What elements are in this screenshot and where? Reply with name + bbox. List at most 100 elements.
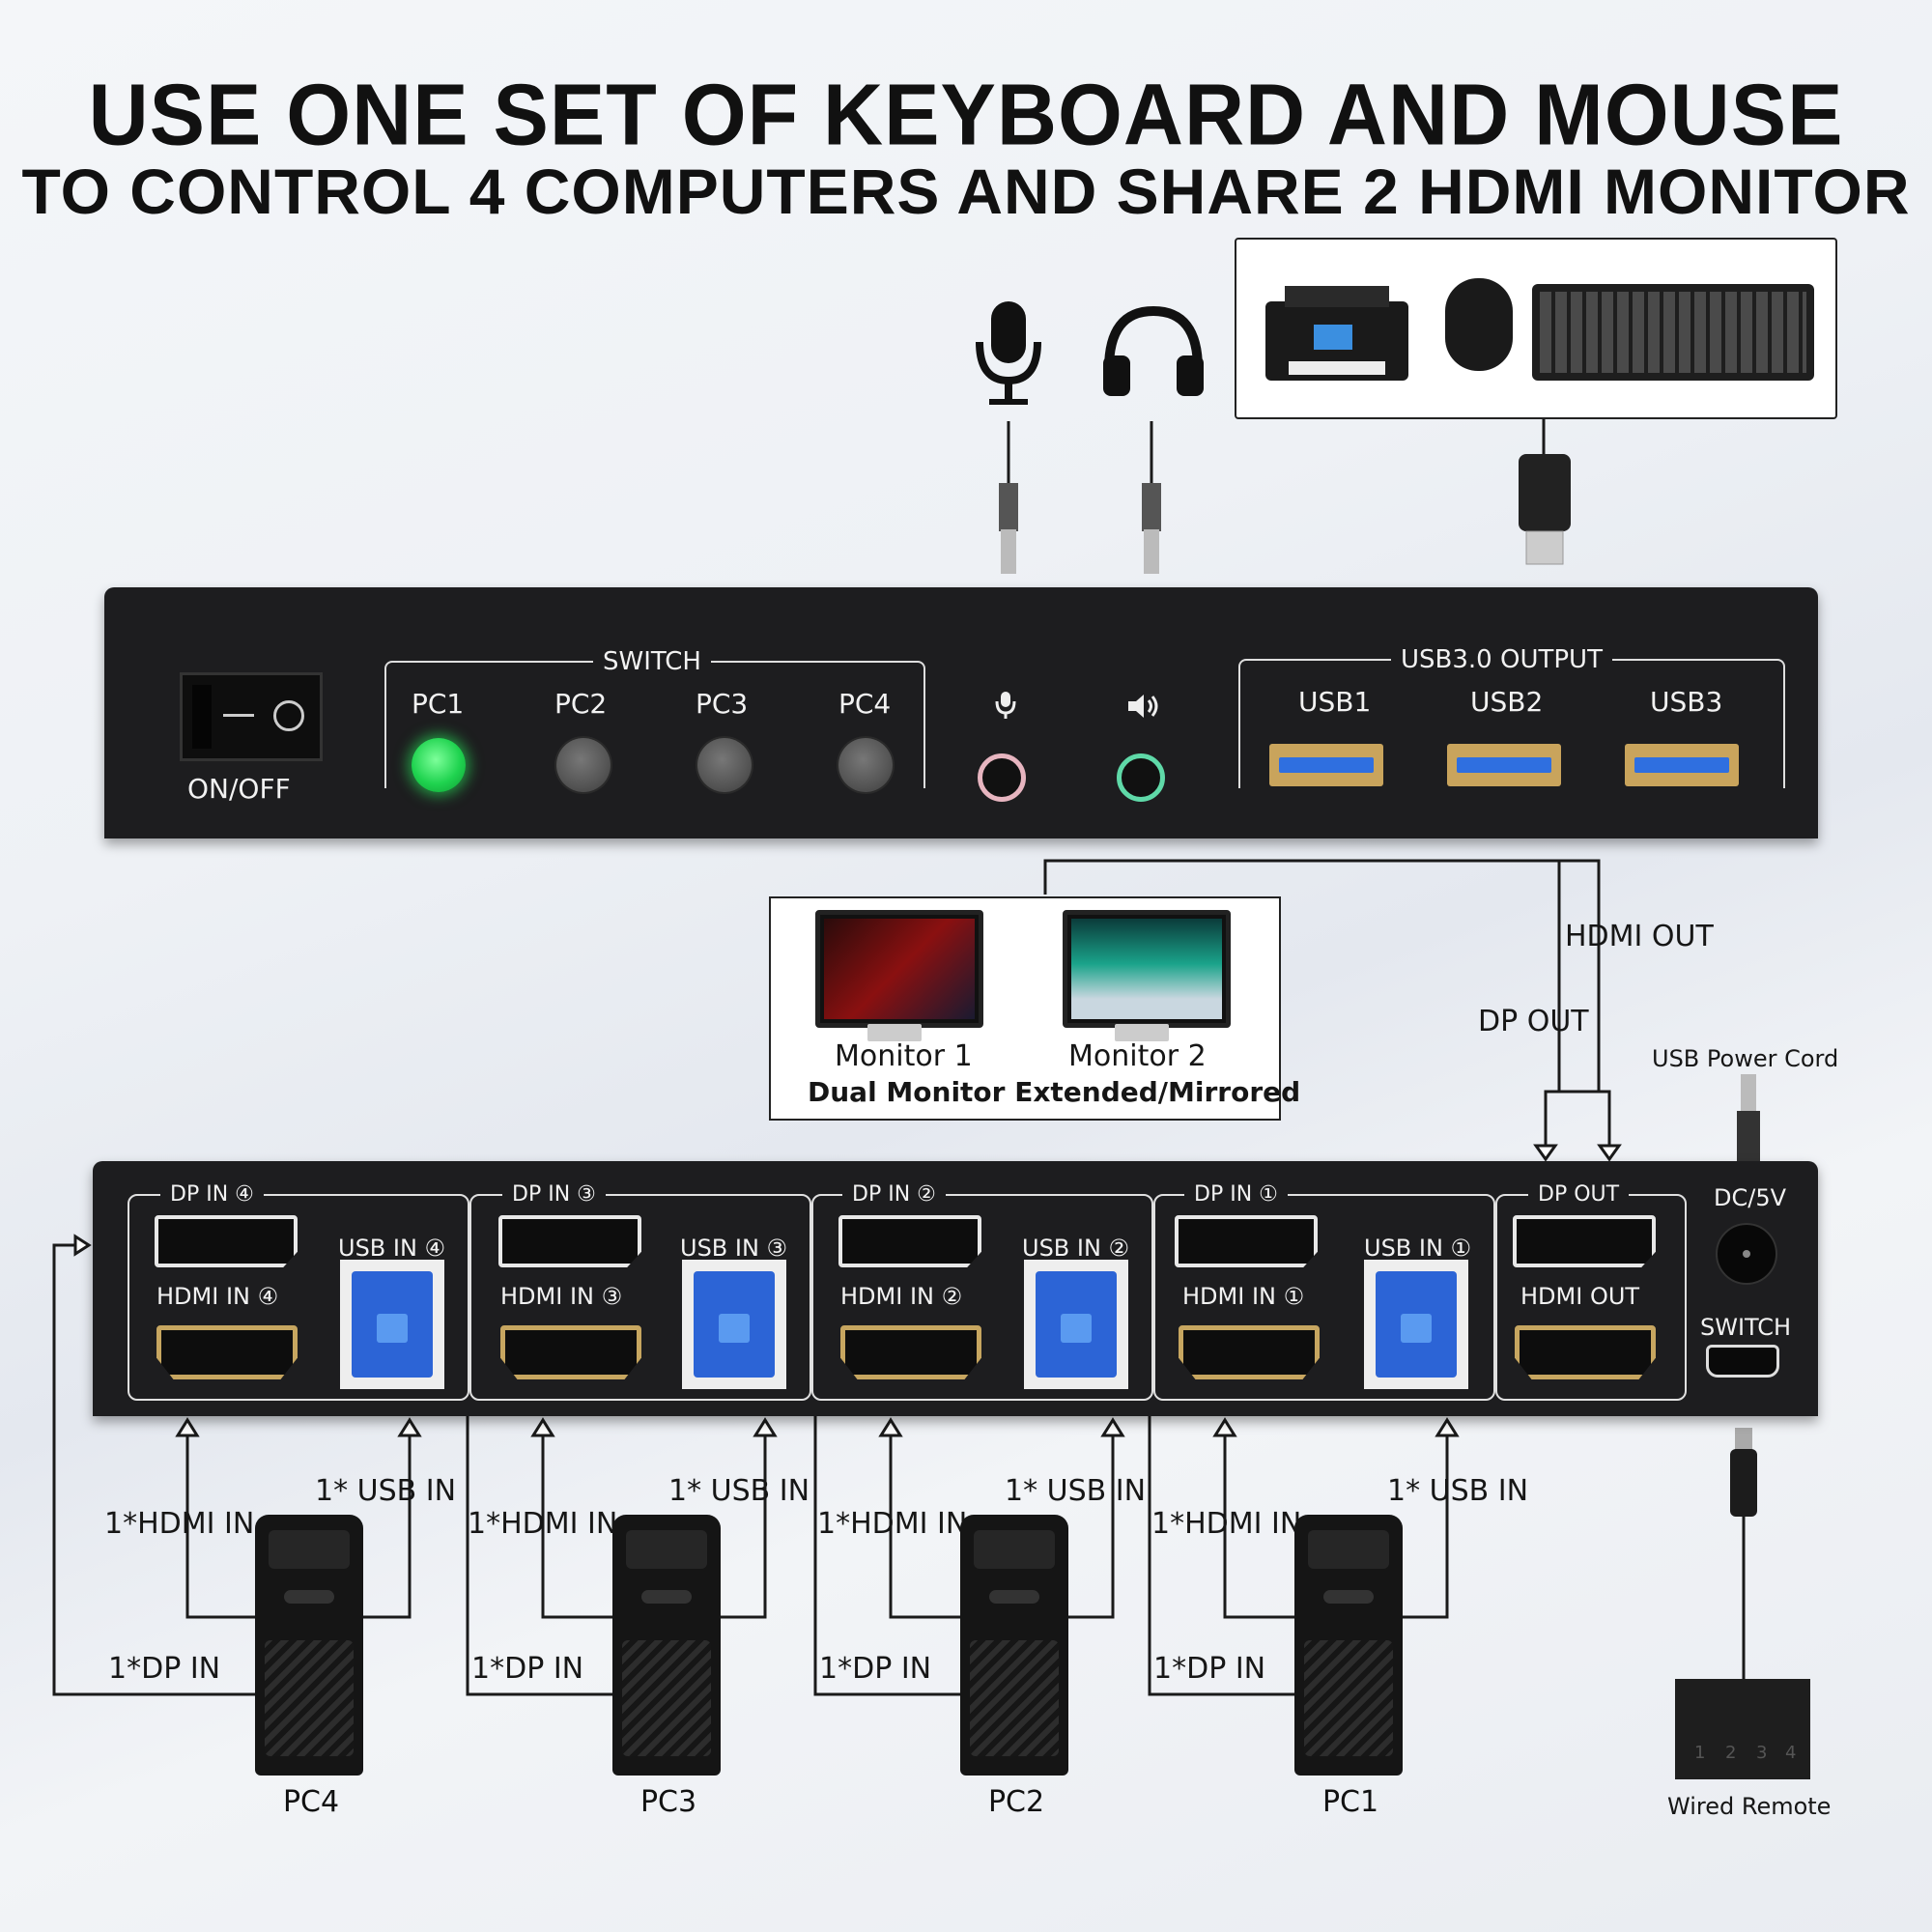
headline-line2: TO CONTROL 4 COMPUTERS AND SHARE 2 HDMI … (21, 156, 1911, 227)
remote-key-label: 1 (1694, 1743, 1706, 1763)
switch-port-label: SWITCH (1700, 1314, 1792, 1341)
arrow-right (73, 1234, 92, 1257)
headline-line1: USE ONE SET OF KEYBOARD AND MOUSE (88, 66, 1844, 164)
dp-in-cable-label: 1*DP IN (819, 1652, 932, 1686)
hdmi-in-3-port[interactable] (500, 1325, 641, 1379)
usb1-port[interactable] (1269, 744, 1383, 786)
dp-in-3-port[interactable] (498, 1215, 641, 1267)
peripherals-box (1235, 238, 1837, 419)
hdmi-in-cable-label: 1*HDMI IN (104, 1507, 255, 1541)
pc3-tower-icon (612, 1515, 721, 1776)
dp-in-4-port[interactable] (155, 1215, 298, 1267)
power-plug (1737, 1074, 1760, 1165)
power-on-icon (273, 700, 304, 731)
monitor2-icon (1063, 910, 1231, 1028)
microphone-icon (970, 299, 1047, 406)
hdmi-in-2-port[interactable] (840, 1325, 981, 1379)
dp-in-label: DP IN ④ (160, 1182, 264, 1207)
usb-b-in-4-port[interactable] (340, 1260, 444, 1389)
pc1-select-button[interactable] (412, 738, 466, 792)
dp-in-2-port[interactable] (838, 1215, 981, 1267)
speaker-icon (1126, 692, 1161, 721)
hdmi-out-port[interactable] (1515, 1325, 1656, 1379)
usb-b-in-2-port[interactable] (1024, 1260, 1128, 1389)
usb-b-in-1-port[interactable] (1364, 1260, 1468, 1389)
wired-remote[interactable]: 1 2 3 4 (1675, 1679, 1810, 1779)
usb3-port[interactable] (1625, 744, 1739, 786)
pc2-select-button[interactable] (556, 738, 611, 792)
usb-in-cable-label: 1* USB IN (668, 1474, 810, 1508)
hdmi-in-label: HDMI IN ④ (156, 1283, 279, 1310)
pc2-label: PC2 (987, 1785, 1045, 1819)
usb-in-label: USB IN ① (1364, 1235, 1472, 1262)
arrow-down (1533, 1144, 1558, 1162)
pc2-tower-icon (960, 1515, 1068, 1776)
pc1-label: PC1 (1321, 1785, 1379, 1819)
remote-key-label: 4 (1785, 1743, 1797, 1763)
hdmi-in-cable-label: 1*HDMI IN (468, 1507, 618, 1541)
monitors-box: Monitor 1 Monitor 2 Dual Monitor Extende… (769, 896, 1300, 1121)
pc3-select-button[interactable] (697, 738, 752, 792)
remote-key-label: 3 (1756, 1743, 1768, 1763)
usb-in-cable-label: 1* USB IN (1005, 1474, 1147, 1508)
pc4-tower-icon (255, 1515, 363, 1776)
usb-port-label: USB1 (1298, 686, 1372, 718)
pc-button-label: PC4 (838, 688, 892, 720)
hdmi-in-label: HDMI IN ③ (500, 1283, 623, 1310)
power-off-icon (223, 714, 254, 717)
switch-group-label: SWITCH (593, 647, 711, 676)
dp-in-cable-label: 1*DP IN (1153, 1652, 1266, 1686)
usb-port-label: USB2 (1470, 686, 1544, 718)
pc1-tower-icon (1294, 1515, 1403, 1776)
monitor2-label: Monitor 2 (1068, 1039, 1207, 1073)
usb2-port[interactable] (1447, 744, 1561, 786)
dp-out-port-label: DP OUT (1528, 1182, 1630, 1207)
power-switch[interactable] (180, 672, 323, 761)
power-label: ON/OFF (187, 773, 291, 805)
hdmi-in-label: HDMI IN ① (1182, 1283, 1305, 1310)
pc4-port-group (128, 1194, 469, 1401)
pc-button-label: PC2 (554, 688, 608, 720)
dp-in-1-port[interactable] (1175, 1215, 1318, 1267)
micro-usb-plug (1730, 1428, 1757, 1517)
remote-switch-port[interactable] (1706, 1345, 1779, 1378)
pc-button-label: PC1 (412, 688, 465, 720)
dc-power-jack[interactable] (1716, 1223, 1777, 1285)
monitor1-label: Monitor 1 (835, 1039, 973, 1073)
dp-in-cable-label: 1*DP IN (471, 1652, 584, 1686)
usb-group-label: USB3.0 OUTPUT (1391, 645, 1612, 674)
hdmi-in-cable-label: 1*HDMI IN (817, 1507, 968, 1541)
arrow-up (175, 1417, 200, 1437)
dp-out-port[interactable] (1513, 1215, 1656, 1267)
hdmi-in-1-port[interactable] (1179, 1325, 1320, 1379)
usb-in-label: USB IN ③ (680, 1235, 788, 1262)
headphone-jack[interactable] (1117, 753, 1165, 802)
pc4-select-button[interactable] (838, 738, 893, 792)
dp-in-label: DP IN ① (1184, 1182, 1288, 1207)
hdmi-in-cable-label: 1*HDMI IN (1151, 1507, 1302, 1541)
hdmi-out-port-label: HDMI OUT (1520, 1283, 1640, 1310)
usb-in-cable-label: 1* USB IN (315, 1474, 457, 1508)
dp-in-label: DP IN ③ (502, 1182, 606, 1207)
dp-in-cable-label: 1*DP IN (108, 1652, 221, 1686)
remote-key-label: 2 (1725, 1743, 1737, 1763)
audio-plugs (999, 483, 1161, 574)
usb-in-label: USB IN ② (1022, 1235, 1130, 1262)
printer-icon (1260, 282, 1414, 388)
usb-in-cable-label: 1* USB IN (1387, 1474, 1529, 1508)
usb-b-in-3-port[interactable] (682, 1260, 786, 1389)
mic-jack[interactable] (978, 753, 1026, 802)
pc3-port-group (469, 1194, 811, 1401)
hdmi-in-4-port[interactable] (156, 1325, 298, 1379)
dp-out-label: DP OUT (1478, 1005, 1589, 1038)
kvm-rear-panel: DP IN ④ USB IN ④ HDMI IN ④ DP IN ③ USB I… (93, 1161, 1818, 1416)
pc3-label: PC3 (639, 1785, 697, 1819)
mic-small-icon (993, 690, 1018, 721)
monitor1-icon (815, 910, 983, 1028)
dc-label: DC/5V (1714, 1184, 1787, 1211)
dual-monitor-caption: Dual Monitor Extended/Mirrored (808, 1076, 1301, 1108)
wired-remote-label: Wired Remote (1667, 1793, 1832, 1820)
usb-a-plug (1519, 454, 1571, 565)
usb-in-label: USB IN ④ (338, 1235, 446, 1262)
hdmi-out-line (1597, 861, 1611, 1150)
